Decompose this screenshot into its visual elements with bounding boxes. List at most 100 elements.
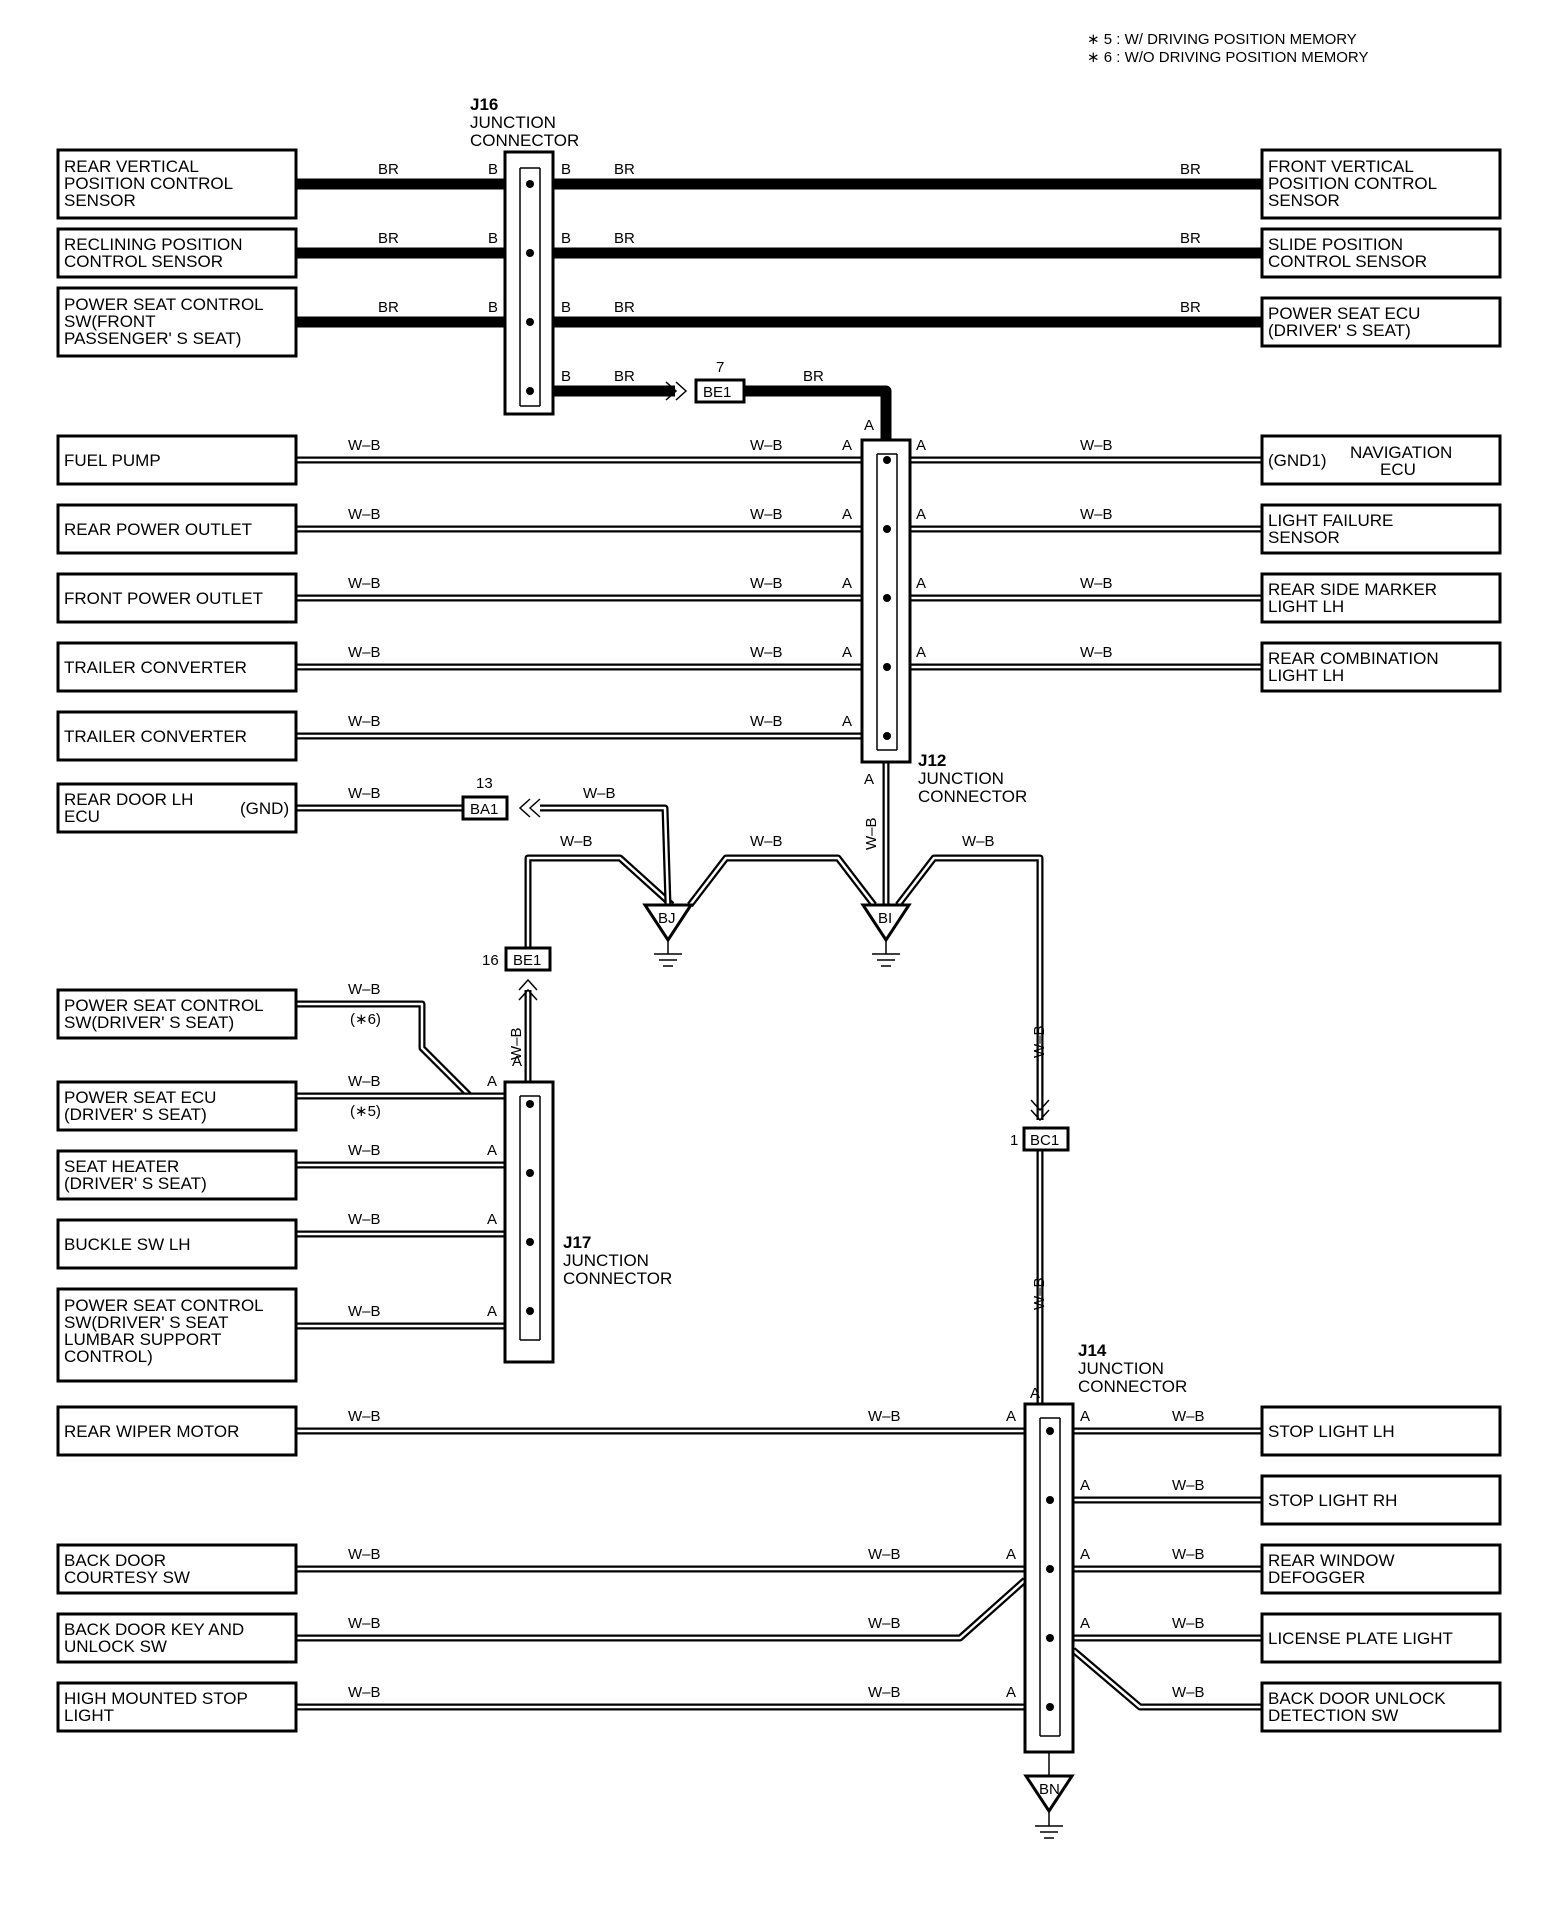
svg-text:SLIDE POSITION: SLIDE POSITION [1268, 235, 1403, 254]
note-5: ∗ 5 : W/ DRIVING POSITION MEMORY [1087, 31, 1357, 48]
svg-text:REAR WINDOW: REAR WINDOW [1268, 1551, 1395, 1570]
svg-text:BA1: BA1 [470, 801, 498, 818]
svg-text:FRONT VERTICAL: FRONT VERTICAL [1268, 157, 1414, 176]
rear-combination-box: REAR COMBINATION LIGHT LH [1260, 641, 1502, 693]
svg-text:W–B: W–B [348, 1142, 381, 1159]
svg-text:BR: BR [378, 161, 399, 178]
stop-light-lh-box: STOP LIGHT LH [1260, 1405, 1502, 1457]
svg-text:BR: BR [803, 368, 824, 385]
svg-text:BR: BR [614, 368, 635, 385]
svg-text:7: 7 [716, 359, 724, 376]
ground-bj: BJ [642, 903, 694, 967]
reclining-sensor-box: RECLINING POSITION CONTROL SENSOR [56, 227, 298, 279]
svg-text:POSITION CONTROL: POSITION CONTROL [64, 174, 233, 193]
lumbar-sw-box: POWER SEAT CONTROL SW(DRIVER' S SEAT LUM… [56, 1287, 298, 1383]
svg-text:A: A [842, 575, 852, 592]
svg-text:BACK DOOR: BACK DOOR [64, 1551, 166, 1570]
svg-text:W–B: W–B [583, 785, 616, 802]
svg-text:A: A [487, 1303, 497, 1320]
svg-text:SW(DRIVER' S SEAT): SW(DRIVER' S SEAT) [64, 1013, 234, 1032]
ground-wires [296, 762, 1044, 1412]
svg-text:(GND1): (GND1) [1268, 451, 1327, 470]
svg-text:W–B: W–B [348, 575, 381, 592]
license-plate-box: LICENSE PLATE LIGHT [1260, 1612, 1502, 1664]
svg-text:BACK DOOR UNLOCK: BACK DOOR UNLOCK [1268, 1689, 1446, 1708]
svg-text:SENSOR: SENSOR [1268, 528, 1340, 547]
svg-text:W–B: W–B [348, 506, 381, 523]
svg-text:REAR COMBINATION: REAR COMBINATION [1268, 649, 1439, 668]
svg-text:W–B: W–B [348, 1546, 381, 1563]
slide-sensor-box: SLIDE POSITION CONTROL SENSOR [1260, 227, 1502, 279]
svg-text:W–B: W–B [348, 1615, 381, 1632]
j16-label: J16 [470, 95, 498, 114]
svg-text:W–B: W–B [1172, 1684, 1205, 1701]
svg-text:CONNECTOR: CONNECTOR [563, 1269, 672, 1288]
trailer-converter-2-box: TRAILER CONVERTER [56, 710, 298, 762]
svg-text:BR: BR [378, 299, 399, 316]
svg-text:SENSOR: SENSOR [64, 191, 136, 210]
j14-wires: W–B W–B W–B W–B W–B W–B W–B W–B W–B W–B … [296, 1385, 1262, 1711]
ground-bn: BN [1023, 1774, 1075, 1839]
pwr-seat-sw-pass-box: POWER SEAT CONTROL SW(FRONT PASSENGER' S… [56, 286, 298, 358]
svg-text:A: A [487, 1142, 497, 1159]
svg-text:W–B: W–B [962, 833, 995, 850]
svg-text:A: A [916, 437, 926, 454]
svg-text:BR: BR [614, 230, 635, 247]
svg-text:W–B: W–B [750, 506, 783, 523]
svg-text:ECU: ECU [1380, 460, 1416, 479]
svg-text:A: A [1080, 1477, 1090, 1494]
svg-text:W–B: W–B [348, 713, 381, 730]
note-6: ∗ 6 : W/O DRIVING POSITION MEMORY [1087, 49, 1368, 66]
svg-text:B: B [561, 230, 571, 247]
j16-wires [296, 178, 1262, 440]
svg-text:CONNECTOR: CONNECTOR [470, 131, 579, 150]
svg-text:LIGHT: LIGHT [64, 1706, 114, 1725]
j16-wire-labels: BR BR BR BR BR BR BR BR BR BR BR B B B B… [378, 161, 1201, 434]
svg-text:NAVIGATION: NAVIGATION [1350, 443, 1452, 462]
svg-text:BR: BR [1180, 230, 1201, 247]
svg-text:POWER SEAT CONTROL: POWER SEAT CONTROL [64, 996, 264, 1015]
rear-door-ecu-box: REAR DOOR LH ECU (GND) [56, 782, 298, 834]
back-door-unlock-box: BACK DOOR UNLOCK DETECTION SW [1260, 1681, 1502, 1733]
svg-text:W–B: W–B [750, 713, 783, 730]
svg-text:(DRIVER' S SEAT): (DRIVER' S SEAT) [1268, 321, 1411, 340]
svg-text:W–B: W–B [868, 1546, 901, 1563]
svg-text:SENSOR: SENSOR [1268, 191, 1340, 210]
svg-text:PASSENGER' S SEAT): PASSENGER' S SEAT) [64, 329, 241, 348]
svg-text:W–B: W–B [348, 644, 381, 661]
svg-text:BR: BR [614, 299, 635, 316]
svg-text:DETECTION SW: DETECTION SW [1268, 1706, 1398, 1725]
svg-text:(DRIVER' S SEAT): (DRIVER' S SEAT) [64, 1105, 207, 1124]
svg-text:A: A [1006, 1546, 1016, 1563]
svg-text:TRAILER CONVERTER: TRAILER CONVERTER [64, 727, 247, 746]
svg-text:BE1: BE1 [703, 384, 731, 401]
svg-text:FUEL PUMP: FUEL PUMP [64, 451, 161, 470]
svg-text:B: B [488, 299, 498, 316]
svg-text:W–B: W–B [348, 437, 381, 454]
svg-text:B: B [561, 161, 571, 178]
svg-text:B: B [488, 161, 498, 178]
svg-text:(∗6): (∗6) [350, 1011, 381, 1028]
svg-text:W–B: W–B [868, 1408, 901, 1425]
svg-text:A: A [487, 1211, 497, 1228]
svg-text:1: 1 [1010, 1132, 1018, 1149]
svg-text:LIGHT FAILURE: LIGHT FAILURE [1268, 511, 1393, 530]
svg-text:REAR VERTICAL: REAR VERTICAL [64, 157, 199, 176]
svg-text:BC1: BC1 [1030, 1132, 1059, 1149]
svg-text:CONTROL SENSOR: CONTROL SENSOR [1268, 252, 1427, 271]
svg-text:A: A [1006, 1408, 1016, 1425]
svg-text:A: A [916, 575, 926, 592]
trailer-converter-1-box: TRAILER CONVERTER [56, 641, 298, 693]
svg-text:BE1: BE1 [513, 952, 541, 969]
j14-junction-connector: J14 JUNCTION CONNECTOR [1023, 1341, 1187, 1776]
svg-text:REAR SIDE MARKER: REAR SIDE MARKER [1268, 580, 1437, 599]
j17-junction-connector: J17 JUNCTION CONNECTOR [503, 1080, 672, 1364]
svg-text:W–B: W–B [1080, 575, 1113, 592]
be1-connector-top: BE1 7 [665, 359, 746, 404]
svg-text:W–B: W–B [348, 981, 381, 998]
svg-text:A: A [512, 1053, 522, 1070]
svg-text:W–B: W–B [348, 1073, 381, 1090]
bc1-connector: BC1 1 [1010, 1099, 1070, 1152]
pwr-seat-ecu-mid-box: POWER SEAT ECU (DRIVER' S SEAT) [56, 1080, 298, 1132]
